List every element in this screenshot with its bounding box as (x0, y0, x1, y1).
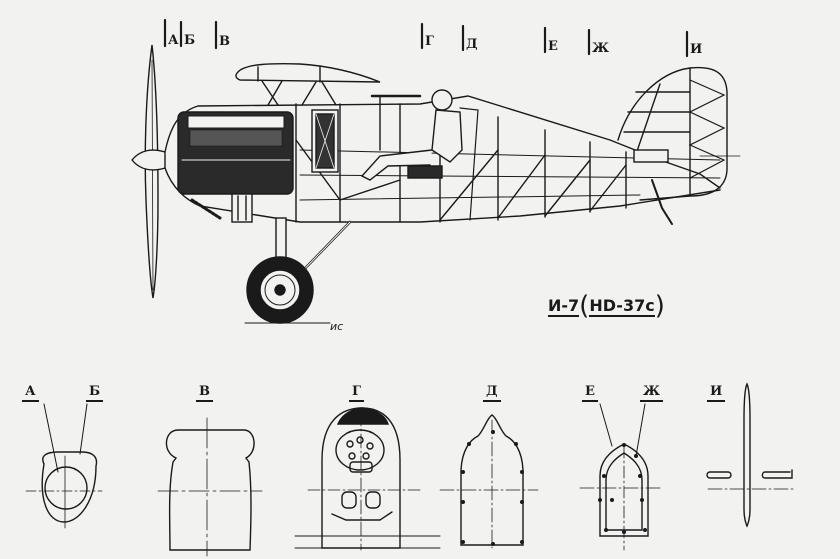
cross-section-label-zh: Ж (640, 385, 664, 402)
section-marker-a: А (168, 33, 179, 48)
cross-section-ezh (579, 403, 661, 551)
section-marker-v: В (219, 34, 230, 49)
section-marker-e: Е (548, 39, 558, 54)
aircraft-designation-title: И-7(HD-37c) (548, 291, 665, 321)
cross-section-v (157, 417, 263, 557)
cross-section-label-v: В (196, 385, 213, 402)
section-marker-b: Б (184, 33, 196, 48)
cross-section-ab (25, 403, 103, 529)
engine-icon (177, 111, 294, 223)
section-marker-zh: Ж (592, 41, 610, 56)
landing-gear-icon (244, 217, 352, 324)
cross-section-label-g: Г (349, 385, 364, 402)
section-marker-lines (163, 18, 689, 58)
cross-section-g-cockpit (294, 407, 441, 551)
cross-section-label-e: Е (582, 385, 598, 402)
upper-wing-icon (235, 62, 381, 106)
section-marker-g: Г (425, 34, 434, 49)
cross-section-label-b: Б (86, 385, 104, 402)
variant-text: HD-37c (589, 296, 655, 317)
cross-section-i-fin (706, 382, 796, 528)
designation-text: И-7 (548, 296, 580, 317)
cross-section-d (439, 414, 539, 549)
cross-section-label-a: А (22, 385, 39, 402)
pilot-figure-icon (360, 89, 479, 221)
section-marker-i: И (690, 42, 703, 57)
ground-line-label: ис (330, 320, 344, 333)
cross-section-label-i: И (707, 385, 726, 402)
tail-fin-icon (617, 66, 741, 225)
machine-gun-icon (370, 94, 422, 151)
fuselage-frame-icon (164, 95, 721, 223)
section-marker-d: Д (466, 37, 478, 52)
propeller-icon (131, 44, 166, 299)
fuel-tank-icon (311, 109, 339, 173)
cross-section-label-d: Д (483, 385, 501, 402)
